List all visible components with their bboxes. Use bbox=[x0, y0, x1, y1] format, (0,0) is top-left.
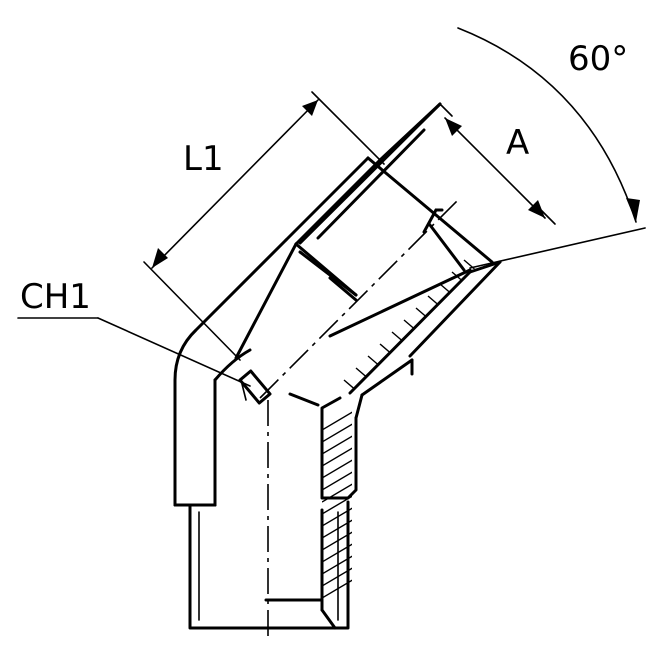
angled-nut bbox=[234, 102, 502, 407]
label-l1: L1 bbox=[183, 139, 224, 179]
dimension-angle bbox=[457, 27, 646, 269]
dimension-a bbox=[439, 103, 556, 225]
pipe-wall-hatch bbox=[320, 409, 358, 599]
label-angle: 60° bbox=[568, 39, 628, 79]
centerlines bbox=[259, 197, 461, 640]
angled-thread-hatch bbox=[343, 259, 493, 405]
wrench-flat-marker bbox=[238, 369, 272, 405]
leader-ch1 bbox=[17, 317, 251, 387]
elbow-body bbox=[173, 238, 364, 507]
label-a: A bbox=[506, 123, 529, 163]
dimension-l1 bbox=[143, 91, 385, 361]
label-ch1: CH1 bbox=[20, 277, 91, 317]
